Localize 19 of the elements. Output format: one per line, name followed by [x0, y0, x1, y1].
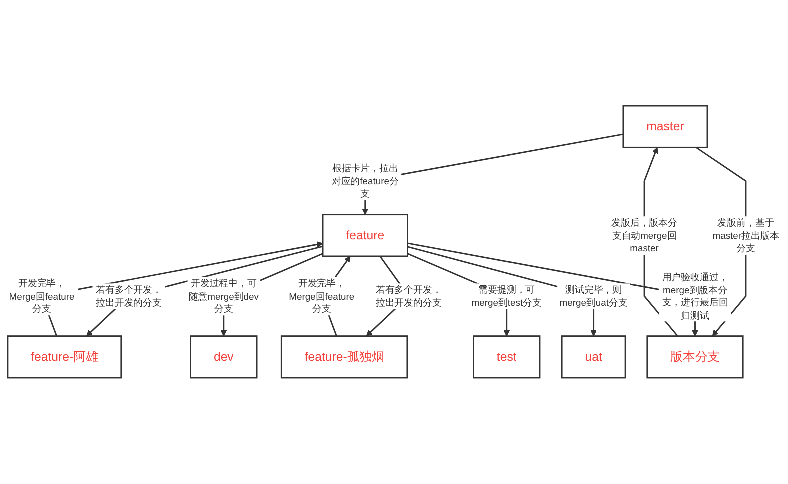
edge-label: 若有多个开发，拉出开发的分支: [376, 284, 442, 308]
edge-label: 发版前，基于master拉出版本分支: [712, 217, 780, 254]
node-box: uat: [561, 336, 626, 379]
node-box: master: [622, 105, 708, 148]
edge-label: 测试完毕，则merge到uat分支: [560, 284, 628, 308]
edge-label: 若有多个开发，拉出开发的分支: [96, 284, 162, 308]
edge-label: 需要提测，可merge到test分支: [472, 284, 542, 308]
node-box: dev: [190, 336, 258, 379]
edge-label: 开发完毕，Merge回feature分支: [9, 278, 75, 314]
node-box: feature: [322, 214, 408, 258]
node-box: feature-孤独烟: [280, 336, 408, 379]
edge-label: 开发过程中，可随意merge到dev分支: [188, 278, 259, 314]
node-box: 版本分支: [646, 336, 744, 379]
edge-label: 发版后，版本分支自动merge回master: [612, 217, 678, 254]
edge-label: 用户验收通过，merge到版本分支，进行最后回归测试: [662, 272, 728, 321]
edge-label: 开发完毕，Merge回feature分支: [289, 278, 355, 314]
edge-label: 根据卡片，拉出对应的feature分支: [332, 162, 399, 200]
node-box: test: [473, 336, 541, 379]
node-box: feature-阿雄: [7, 336, 122, 379]
